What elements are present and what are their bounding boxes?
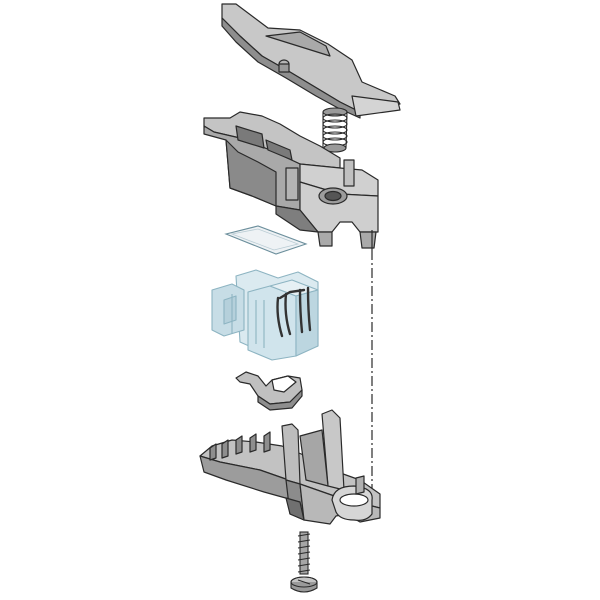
clip-icon bbox=[235, 371, 303, 411]
spring-icon bbox=[322, 107, 348, 153]
latch-lever-icon bbox=[221, 3, 401, 119]
metal-contacts bbox=[276, 286, 312, 338]
film-icon bbox=[224, 225, 308, 255]
lower-housing-icon bbox=[199, 409, 381, 525]
screw-icon bbox=[290, 531, 318, 593]
upper-housing-icon bbox=[203, 111, 379, 250]
contact-block-icon bbox=[211, 269, 319, 361]
